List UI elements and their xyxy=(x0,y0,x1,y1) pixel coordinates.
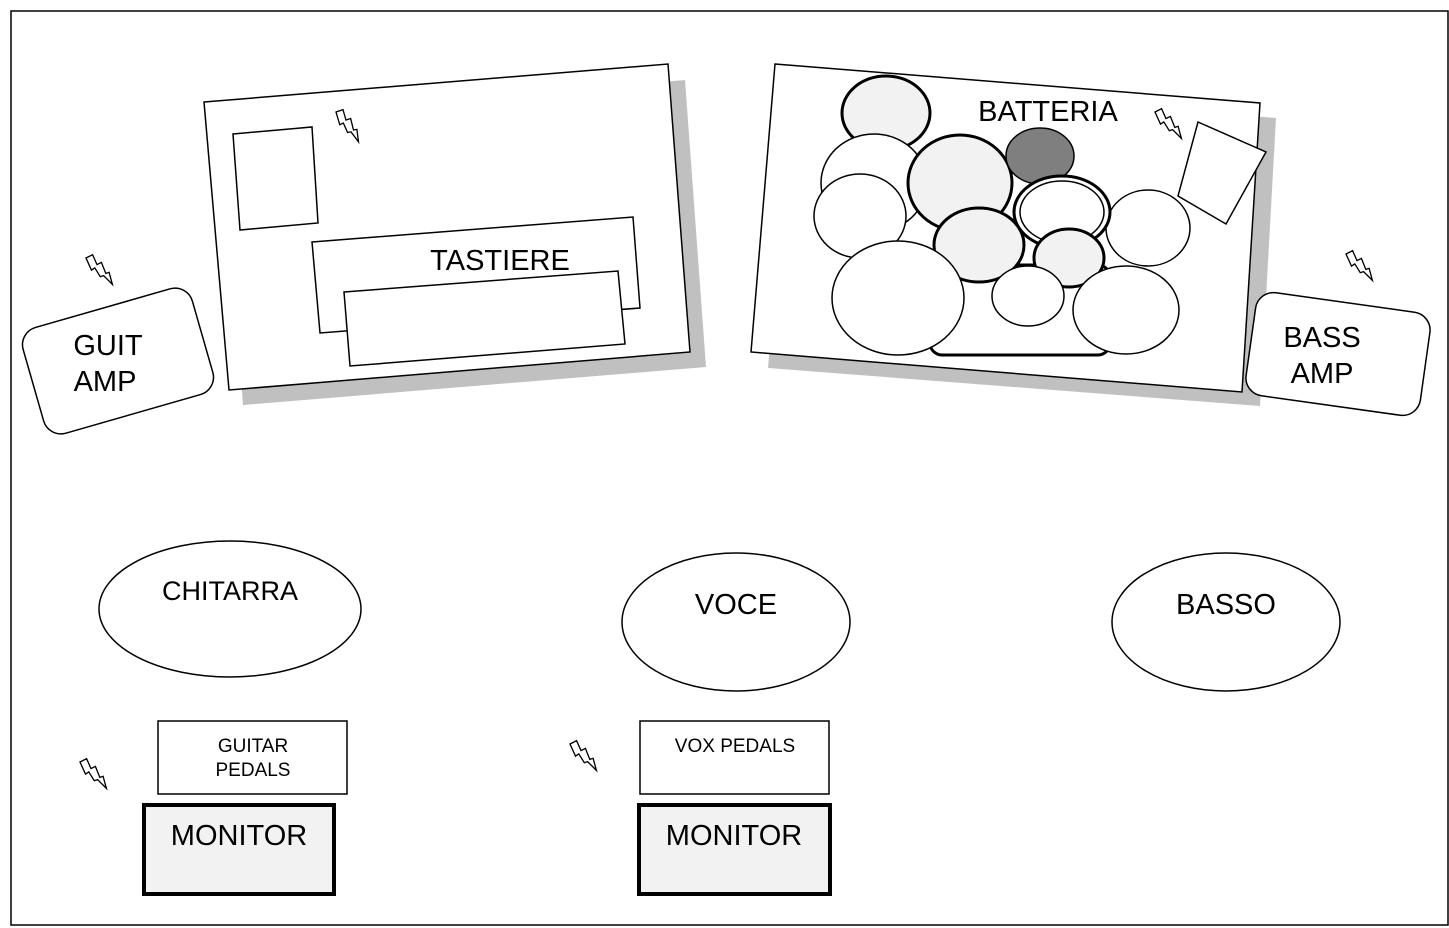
bass-amp-label-line1: BASS xyxy=(1283,322,1360,354)
drum-kit xyxy=(813,74,1191,357)
drum-pad-box xyxy=(1177,120,1268,226)
drum-riser: BATTERIA xyxy=(750,63,1276,406)
vox-pedals-box xyxy=(639,720,830,795)
guitar-pedals-box xyxy=(157,720,348,795)
keyboards-riser: TASTIERE xyxy=(203,63,706,405)
monitor-center-label: MONITOR xyxy=(666,820,802,852)
monitor-left: MONITOR xyxy=(142,803,336,896)
guitar-amp-label-line2: AMP xyxy=(74,366,137,398)
vox-pedals: VOX PEDALS xyxy=(639,720,830,795)
bass-amp: BASS AMP xyxy=(1245,291,1431,417)
power-outlet-icon xyxy=(1345,250,1374,282)
ride-cymbal xyxy=(1105,189,1191,267)
vox-pedals-label: VOX PEDALS xyxy=(675,736,795,757)
vocal-position-ellipse xyxy=(621,552,851,692)
power-outlet-icon xyxy=(569,740,598,772)
power-outlet-icon xyxy=(85,254,114,286)
bass-position: BASSO xyxy=(1111,552,1341,692)
vocal-position-label: VOCE xyxy=(695,589,777,621)
drums-label: BATTERIA xyxy=(978,96,1118,128)
bass-position-ellipse xyxy=(1111,552,1341,692)
keyboard-lower xyxy=(343,270,626,367)
monitor-center-box xyxy=(637,803,832,896)
guitar-position: CHITARRA xyxy=(98,540,362,678)
splash-cymbal xyxy=(991,265,1065,327)
monitor-left-box xyxy=(142,803,336,896)
bass-position-label: BASSO xyxy=(1176,589,1276,621)
power-outlet-icon xyxy=(79,758,108,790)
guitar-amp-label-line1: GUIT xyxy=(73,330,143,362)
monitor-center: MONITOR xyxy=(637,803,832,896)
crash-cymbal-bottom-left xyxy=(831,240,965,356)
keyboard-amp-box xyxy=(232,126,319,231)
bass-amp-box xyxy=(1245,291,1431,417)
guitar-amp: GUIT AMP xyxy=(21,287,215,435)
stage-border xyxy=(10,10,1449,926)
keyboards-label: TASTIERE xyxy=(430,245,570,277)
monitor-left-label: MONITOR xyxy=(171,820,307,852)
guitar-position-label: CHITARRA xyxy=(162,576,298,606)
guitar-pedals: GUITAR PEDALS xyxy=(157,720,348,795)
floor-tom xyxy=(932,206,1026,284)
guitar-pedals-label-line1: GUITAR xyxy=(218,736,288,757)
guitar-pedals-label-line2: PEDALS xyxy=(216,760,291,781)
vocal-position: VOCE xyxy=(621,552,851,692)
china-cymbal xyxy=(1072,265,1180,355)
guitar-position-ellipse xyxy=(98,540,362,678)
guitar-amp-box xyxy=(21,287,215,435)
bass-amp-label-line2: AMP xyxy=(1291,358,1354,390)
